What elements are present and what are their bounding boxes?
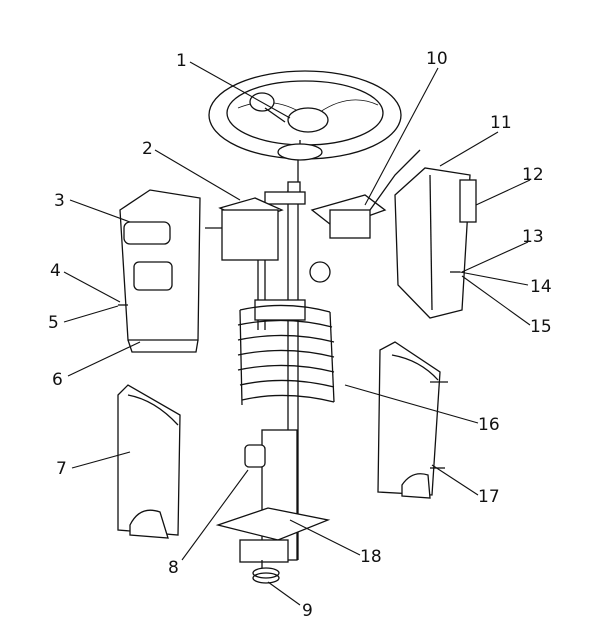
callout-5: 5 — [48, 313, 59, 333]
part-8-bracket — [244, 444, 266, 468]
callout-7: 7 — [56, 459, 67, 479]
callout-13: 13 — [522, 227, 544, 247]
callout-18: 18 — [360, 547, 382, 567]
callout-3: 3 — [54, 191, 65, 211]
callout-17: 17 — [478, 487, 500, 507]
steering-wheel — [208, 70, 402, 161]
right-upper-shroud — [394, 167, 477, 319]
leader-lines — [63, 61, 531, 606]
left-lower-shroud — [117, 384, 181, 539]
column-boot — [237, 261, 335, 406]
callout-9: 9 — [302, 601, 313, 621]
part-9-ring — [252, 567, 280, 584]
callout-8: 8 — [168, 558, 179, 578]
callout-4: 4 — [50, 261, 61, 281]
switch-bracket — [205, 197, 284, 261]
left-upper-shroud — [118, 189, 201, 353]
steering-column — [215, 160, 331, 572]
callout-14: 14 — [530, 277, 552, 297]
callout-10: 10 — [426, 49, 448, 69]
right-lower-shroud — [377, 341, 448, 499]
combination-switch — [310, 149, 421, 239]
callout-1: 1 — [176, 51, 187, 71]
callout-labels: 1 2 3 4 5 6 7 8 9 10 11 12 13 14 15 16 1… — [48, 49, 552, 621]
callout-6: 6 — [52, 370, 63, 390]
callout-16: 16 — [478, 415, 500, 435]
callout-2: 2 — [142, 139, 153, 159]
callout-11: 11 — [490, 113, 512, 133]
callout-12: 12 — [522, 165, 544, 185]
callout-15: 15 — [530, 317, 552, 337]
